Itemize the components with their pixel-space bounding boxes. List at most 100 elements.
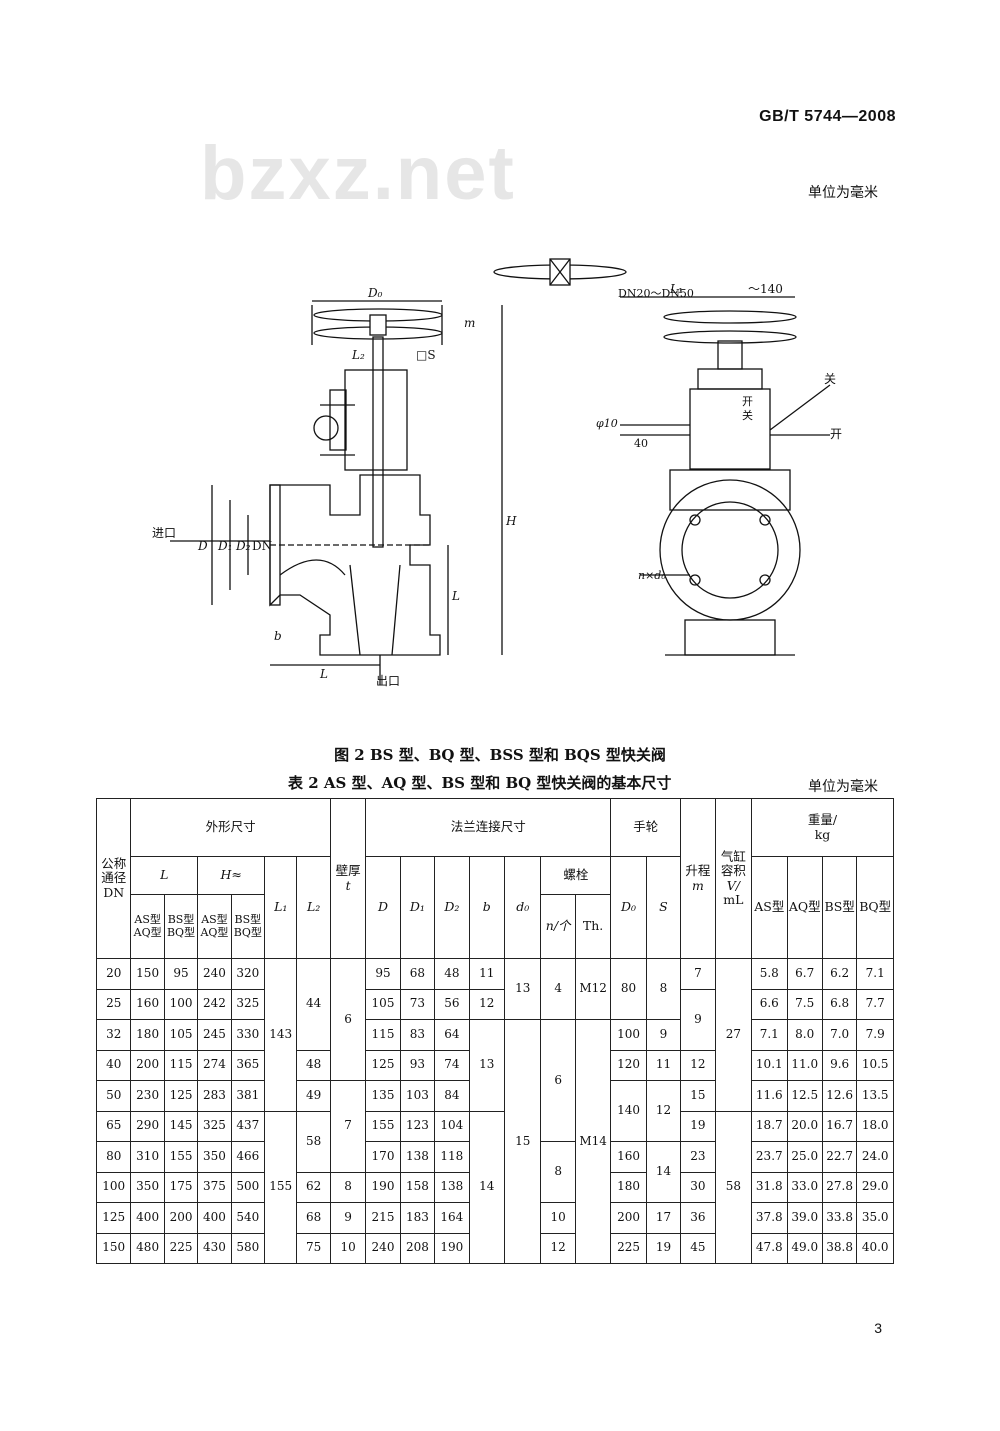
- page-number: 3: [874, 1320, 882, 1336]
- cell: 215: [365, 1202, 401, 1234]
- cell: 7: [680, 958, 716, 990]
- cell: 10: [540, 1202, 576, 1234]
- label-40: 40: [634, 437, 648, 450]
- cell: 580: [230, 1232, 266, 1264]
- cell: 9: [645, 1019, 682, 1051]
- actuator-body: [689, 388, 771, 470]
- cell: 25.0: [786, 1141, 823, 1173]
- cell: 95: [163, 958, 199, 990]
- cell: 6.2: [821, 958, 858, 990]
- col-bolt-n: n/个: [540, 894, 576, 959]
- handwheel-side-bottom: [663, 330, 797, 344]
- cell: 8: [329, 1171, 367, 1203]
- cell: 160: [610, 1141, 647, 1173]
- cell: 7.1: [751, 1019, 788, 1051]
- standard-number: GB/T 5744—2008: [759, 108, 896, 125]
- col-d1: D₁: [399, 856, 436, 959]
- label-l1: L₁: [669, 282, 683, 296]
- cell: 12: [645, 1080, 682, 1142]
- cell: 11.6: [751, 1080, 788, 1112]
- cell: 56: [434, 988, 470, 1020]
- label-inlet: 进口: [152, 526, 176, 540]
- cell: 183: [399, 1202, 436, 1234]
- col-w-bs: BS型: [821, 856, 858, 959]
- cell: 150: [95, 1232, 132, 1264]
- col-outline: 外形尺寸: [130, 798, 331, 857]
- label-n-d0: n×d₀: [638, 569, 666, 582]
- cell: 466: [230, 1141, 266, 1173]
- cell: 170: [365, 1141, 401, 1173]
- col-hw-s: S: [645, 856, 682, 959]
- actuator-knob: [313, 415, 339, 441]
- cell: 7.0: [821, 1019, 858, 1051]
- cell: 437: [230, 1110, 266, 1142]
- cell: 105: [163, 1019, 199, 1051]
- cell: 33.0: [786, 1171, 823, 1203]
- weight-unit: kg: [814, 826, 831, 842]
- cell: 115: [163, 1049, 199, 1081]
- label-open-mark: 开: [742, 395, 753, 408]
- cell: 8.0: [786, 1019, 823, 1051]
- col-l-bs-bq: BS型BQ型: [163, 894, 199, 959]
- col-w-bq: BQ型: [856, 856, 894, 959]
- cell: 310: [130, 1141, 165, 1173]
- table-row: 25 160 100 242 325 105 73 56 12 9 6.6 7.…: [95, 988, 894, 1051]
- cell: 365: [230, 1049, 266, 1081]
- col-d: D: [365, 856, 401, 959]
- cell: 8: [645, 958, 682, 1020]
- handwheel-side-top: [663, 310, 797, 324]
- label-approx-140: ～140: [748, 282, 783, 296]
- cell: 35.0: [856, 1202, 894, 1234]
- cell: 155: [163, 1141, 199, 1173]
- cell: 32: [95, 1019, 132, 1051]
- cell: 17: [645, 1202, 682, 1234]
- cell: 49.0: [786, 1232, 823, 1264]
- cell: 11.0: [786, 1049, 823, 1081]
- cell: 105: [365, 988, 401, 1020]
- label-close-mark: 关: [742, 408, 753, 422]
- cell: 22.7: [821, 1141, 858, 1173]
- cell: 240: [197, 958, 232, 990]
- cell: 73: [399, 988, 436, 1020]
- label-l: L: [451, 589, 460, 603]
- cell: 27.8: [821, 1171, 858, 1203]
- cell: 12: [680, 1049, 716, 1081]
- col-bolt-th: Th.: [574, 894, 612, 959]
- cell: 135: [365, 1080, 401, 1112]
- label-l2: L₂: [351, 348, 365, 362]
- table-row: 150 480 225 430 580 75 10 240 208 190 12…: [95, 1232, 894, 1264]
- cell: 12.5: [786, 1080, 823, 1112]
- cell: 11: [645, 1049, 682, 1081]
- cell: 104: [434, 1110, 470, 1142]
- cell: 242: [197, 988, 232, 1020]
- cell: 10: [329, 1232, 367, 1264]
- label-close-outer: 关: [824, 372, 836, 386]
- col-h-bs-bq: BS型BQ型: [230, 894, 266, 959]
- label-l-bottom: L: [319, 667, 328, 681]
- cell: 120: [610, 1049, 647, 1081]
- cell: 325: [197, 1110, 232, 1142]
- cell: 180: [610, 1171, 647, 1203]
- cell: 33.8: [821, 1202, 858, 1234]
- cell: 283: [197, 1080, 232, 1112]
- col-d0: d₀: [503, 856, 542, 959]
- cell: 38.8: [821, 1232, 858, 1264]
- cell: M14: [574, 1019, 612, 1264]
- flange-inner: [681, 501, 779, 599]
- cell: 400: [130, 1202, 165, 1234]
- cell: 10.1: [751, 1049, 788, 1081]
- cell: 23: [680, 1141, 716, 1173]
- cell: 7.5: [786, 988, 823, 1020]
- table-row: 100 350 175 375 500 62 8 190 158 138 180…: [95, 1171, 894, 1203]
- label-open-outer: 开: [830, 427, 842, 441]
- weight-label: 重量/: [807, 812, 838, 828]
- table-row: 32 180 105 245 330 115 83 64 13 15 6 M14…: [95, 1019, 894, 1264]
- col-dn: 公称通径DN: [95, 798, 132, 959]
- cell: 190: [365, 1171, 401, 1203]
- wall-t: t: [345, 877, 351, 893]
- cell: 10.5: [856, 1049, 894, 1081]
- cell: M12: [574, 958, 612, 1020]
- cell: 225: [163, 1232, 199, 1264]
